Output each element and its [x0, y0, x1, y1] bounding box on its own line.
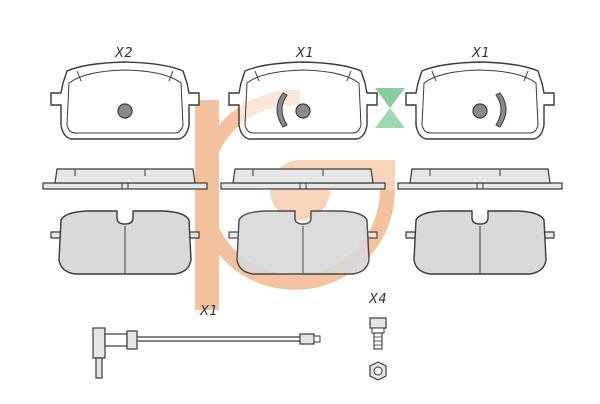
pad-a-quantity: X2	[115, 46, 134, 61]
pad-b-side-view	[220, 168, 386, 190]
pad-c-side-view	[397, 168, 563, 190]
pad-a-backing-plate	[50, 61, 200, 140]
nut-icon	[369, 361, 387, 381]
pad-a-side-view	[42, 168, 208, 190]
pad-b-friction-face	[228, 210, 378, 275]
pad-b-backing-plate	[228, 61, 378, 140]
wear-sensor-icon	[92, 327, 321, 379]
pad-c-backing-plate	[405, 61, 555, 140]
pad-b-quantity: X1	[296, 46, 315, 61]
sensor-quantity: X1	[200, 304, 219, 319]
bolt-icon	[369, 317, 387, 350]
pad-c-quantity: X1	[472, 46, 491, 61]
bolt-quantity: X4	[369, 292, 388, 307]
pad-a-friction-face	[50, 210, 200, 275]
pad-c-friction-face	[405, 210, 555, 275]
